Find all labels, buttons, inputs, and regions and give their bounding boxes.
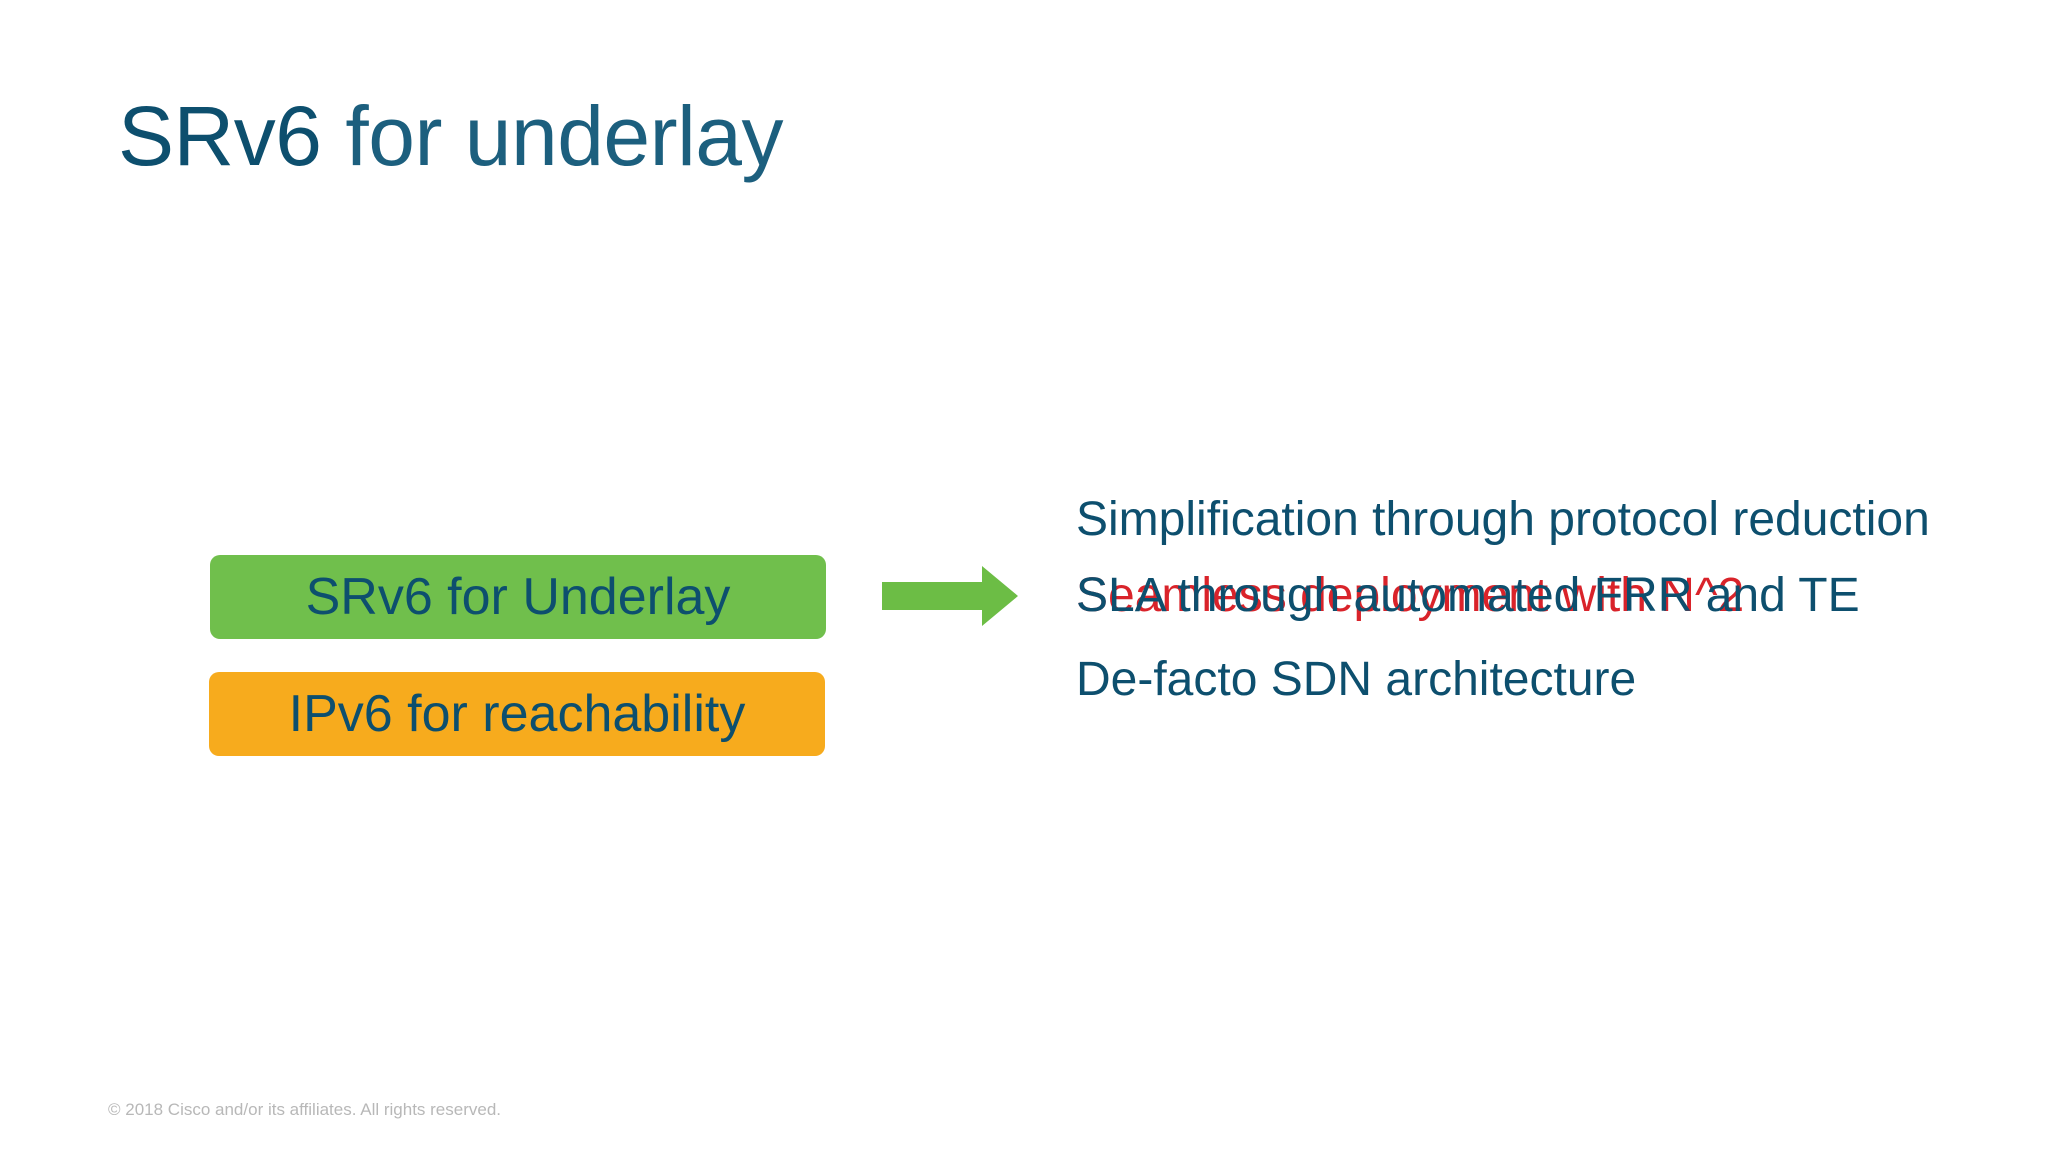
title-srv6: SRv6: [118, 89, 322, 183]
benefit-overlap-red: Seamless deployment with N^2: [1076, 569, 1745, 622]
copyright-footer: © 2018 Cisco and/or its affiliates. All …: [108, 1100, 502, 1119]
srv6-underlay-label: SRv6 for Underlay: [305, 568, 731, 626]
title-rest: for underlay: [345, 89, 783, 183]
srv6-underlay-box: SRv6 for Underlay: [210, 555, 826, 639]
benefit-sdn: De-facto SDN architecture: [1076, 653, 1637, 706]
benefit-simplification: Simplification through protocol reductio…: [1076, 493, 1930, 546]
ipv6-reachability-label: IPv6 for reachability: [288, 685, 746, 743]
ipv6-reachability-box: IPv6 for reachability: [209, 672, 825, 756]
benefit-sla: SLA through automated FRR and TE: [1076, 569, 1860, 622]
right-arrow-icon: [882, 566, 1018, 626]
